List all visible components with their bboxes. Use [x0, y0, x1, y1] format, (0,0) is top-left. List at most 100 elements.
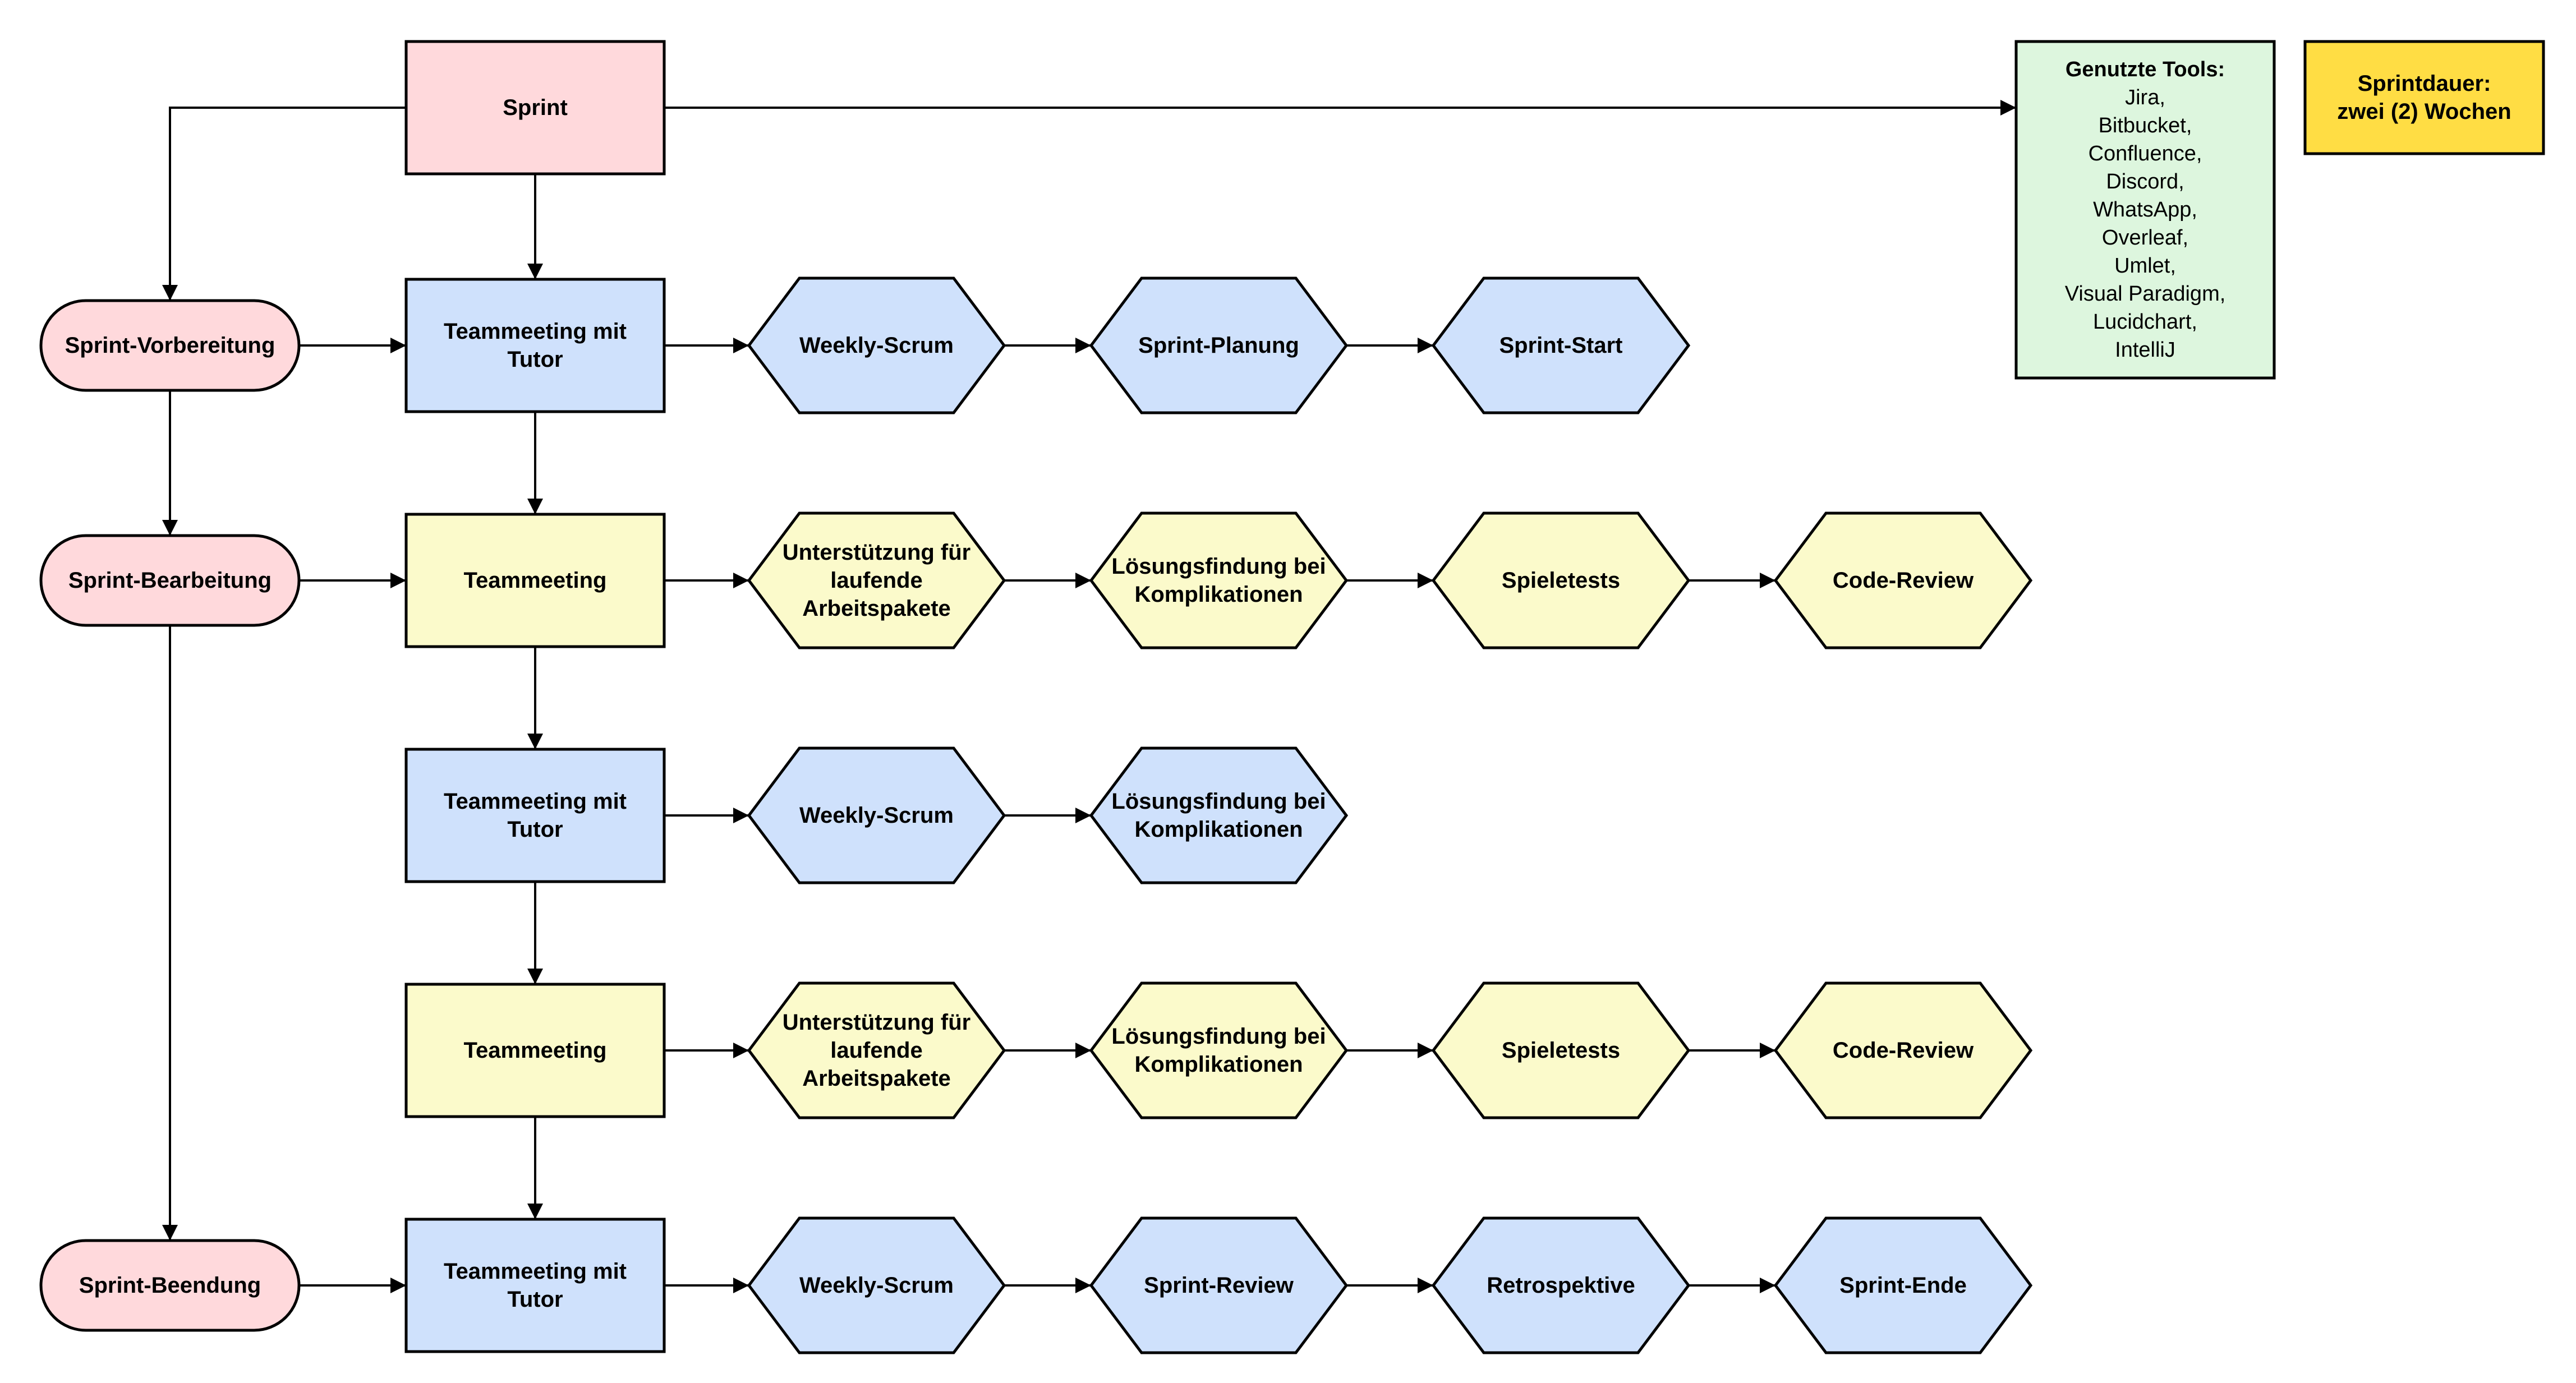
tool-item: Jira,	[2125, 86, 2165, 109]
meeting-box-row-3-label: Tutor	[507, 817, 563, 842]
step-hexagon-row-4-2-shape	[1089, 981, 1349, 1119]
step-hexagon-row-2-4-label: Code-Review	[1833, 568, 1974, 593]
meeting-box-row-5-label: Teammeeting mit	[444, 1259, 627, 1284]
meeting-box-row-4: Teammeeting	[404, 983, 666, 1118]
meeting-box-row-1-label: Tutor	[507, 347, 563, 372]
meeting-box-row-4-label: Teammeeting	[464, 1038, 607, 1063]
phase-pill-3: Sprint-Beendung	[39, 1239, 301, 1332]
phase-pill-3-shape	[39, 1239, 301, 1332]
step-hexagon-row-2-2-shape	[1089, 511, 1349, 649]
meeting-box-row-3-shape	[404, 748, 666, 883]
phase-pill-2: Sprint-Bearbeitung	[39, 534, 301, 627]
step-hexagon-row-5-3-label: Retrospektive	[1487, 1273, 1635, 1298]
phase-pill-3-label: Sprint-Beendung	[79, 1273, 261, 1298]
step-hexagon-row-3-2-label: Komplikationen	[1134, 817, 1303, 842]
meeting-box-row-3-label: Teammeeting mit	[444, 789, 627, 814]
step-hexagon-row-3-2-shape	[1089, 746, 1349, 884]
step-hexagon-row-1-3-shape	[1431, 276, 1691, 414]
step-hexagon-row-4-3-shape	[1431, 981, 1691, 1119]
phase-pill-2-shape	[39, 534, 301, 627]
step-hexagon-row-4-1-shape	[747, 981, 1006, 1119]
step-hexagon-row-4-1-label: Unterstützung für	[783, 1010, 971, 1035]
sprint-box-label: Sprint	[503, 95, 568, 120]
step-hexagon-row-5-4-label: Sprint-Ende	[1839, 1273, 1967, 1298]
connector-layer	[162, 100, 2016, 1293]
step-hexagon-row-4-2-label: Komplikationen	[1134, 1052, 1303, 1077]
step-hexagon-row-4-1-label: laufende	[830, 1038, 922, 1063]
step-hexagon-row-1-1: Weekly-Scrum	[747, 276, 1006, 414]
step-hexagon-row-5-2-shape	[1089, 1216, 1349, 1354]
step-hexagon-row-2-1-label: laufende	[830, 568, 922, 593]
step-hexagon-row-1-1-shape	[747, 276, 1006, 414]
sprint-duration-box-shape	[2303, 40, 2545, 155]
step-hexagon-row-4-4-label: Code-Review	[1833, 1038, 1974, 1063]
step-hexagon-row-4-4: Code-Review	[1773, 981, 2033, 1119]
tool-item: WhatsApp,	[2093, 198, 2197, 222]
step-hexagon-row-2-1-label: Arbeitspakete	[802, 596, 951, 621]
step-hexagon-row-1-3: Sprint-Start	[1431, 276, 1691, 414]
step-hexagon-row-2-3: Spieletests	[1431, 511, 1691, 649]
step-hexagon-row-2-4-shape	[1773, 511, 2033, 649]
step-hexagon-row-2-4: Code-Review	[1773, 511, 2033, 649]
step-hexagon-row-2-1-shape	[747, 511, 1006, 649]
step-hexagon-row-5-1-label: Weekly-Scrum	[799, 1273, 954, 1298]
step-hexagon-row-1-3-label: Sprint-Start	[1499, 333, 1623, 358]
tool-item: Overleaf,	[2102, 226, 2188, 250]
step-hexagon-row-2-3-label: Spieletests	[1502, 568, 1620, 593]
meeting-box-row-2-label: Teammeeting	[464, 568, 607, 593]
step-hexagon-row-5-2: Sprint-Review	[1089, 1216, 1349, 1354]
step-hexagon-row-4-3-label: Spieletests	[1502, 1038, 1620, 1063]
step-hexagon-row-5-1: Weekly-Scrum	[747, 1216, 1006, 1354]
phase-pill-1-label: Sprint-Vorbereitung	[65, 333, 275, 358]
step-hexagon-row-4-2-label: Lösungsfindung bei	[1111, 1024, 1326, 1049]
phase-pill-1: Sprint-Vorbereitung	[39, 299, 301, 392]
step-hexagon-row-2-1-label: Unterstützung für	[783, 540, 971, 565]
step-hexagon-row-5-3: Retrospektive	[1431, 1216, 1691, 1354]
step-hexagon-row-1-2-shape	[1089, 276, 1349, 414]
step-hexagon-row-2-2-label: Komplikationen	[1134, 582, 1303, 607]
step-hexagon-row-4-4-shape	[1773, 981, 2033, 1119]
phase-pill-1-shape	[39, 299, 301, 392]
sprint-duration-box: Sprintdauer: zwei (2) Wochen	[2303, 40, 2545, 155]
tool-item: Bitbucket,	[2099, 114, 2192, 137]
meeting-box-row-1-label: Teammeeting mit	[444, 319, 627, 344]
step-hexagon-row-3-1-label: Weekly-Scrum	[799, 803, 954, 828]
arrow-sprint-to-preparation	[162, 107, 406, 301]
step-hexagon-row-3-1: Weekly-Scrum	[747, 746, 1006, 884]
step-hexagon-row-4-3: Spieletests	[1431, 981, 1691, 1119]
step-hexagon-row-5-4: Sprint-Ende	[1773, 1216, 2033, 1354]
meeting-box-row-2-shape	[404, 513, 666, 648]
meeting-box-row-4-shape	[404, 983, 666, 1118]
meeting-box-row-1-shape	[404, 278, 666, 413]
sprint-duration-box-label: Sprintdauer:	[2358, 71, 2491, 96]
tool-item: IntelliJ	[2115, 338, 2175, 362]
step-hexagon-row-5-1-shape	[747, 1216, 1006, 1354]
step-hexagon-row-1-2-label: Sprint-Planung	[1138, 333, 1299, 358]
tool-item: Discord,	[2106, 170, 2184, 193]
tool-item: Lucidchart,	[2093, 310, 2197, 334]
tools-title: Genutzte Tools:	[2066, 58, 2225, 81]
step-hexagon-row-5-4-shape	[1773, 1216, 2033, 1354]
meeting-box-row-2: Teammeeting	[404, 513, 666, 648]
tool-item: Visual Paradigm,	[2065, 282, 2226, 306]
step-hexagon-row-2-2-label: Lösungsfindung bei	[1111, 554, 1326, 579]
tools-box-shape	[2014, 40, 2276, 380]
tools-box: Genutzte Tools:Jira,Bitbucket,Confluence…	[2014, 40, 2276, 380]
sprint-box: Sprint	[404, 40, 666, 176]
step-hexagon-row-5-3-shape	[1431, 1216, 1691, 1354]
sprint-duration-box-label: zwei (2) Wochen	[2337, 99, 2511, 124]
step-hexagon-row-4-1-label: Arbeitspakete	[802, 1066, 951, 1091]
step-hexagon-row-5-2-label: Sprint-Review	[1144, 1273, 1294, 1298]
tool-item: Umlet,	[2114, 254, 2176, 278]
sprint-box-shape	[404, 40, 666, 176]
